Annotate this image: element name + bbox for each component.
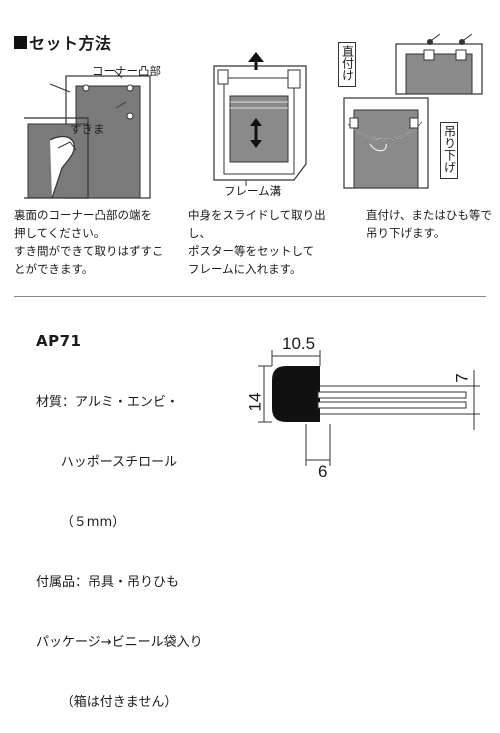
spec-line: ハッポースチロール (36, 455, 178, 470)
section-title: セット方法 (14, 30, 112, 54)
mounting-illustration (343, 33, 483, 189)
bullet-square-icon (14, 35, 27, 49)
spec-line: 付属品：吊具・吊りひも (36, 575, 180, 590)
spec-list: 材質：アルミ・エンビ・ ハッポースチロール （５mm） 付属品：吊具・吊りひも … (36, 353, 203, 733)
spec-line: （５mm） (36, 515, 126, 530)
frame-profile-diagram (258, 350, 480, 466)
frame-groove-label: フレーム溝 (224, 184, 282, 198)
frame-back-illustration (24, 69, 151, 199)
dim-lip-label: 7 (452, 373, 472, 383)
dim-groove-label: 6 (318, 462, 328, 481)
spec-line: パッケージ→ビニール袋入り (36, 635, 203, 650)
gap-label: すきま (70, 122, 105, 136)
section-divider (14, 296, 486, 297)
hanging-label: 吊り下げ (440, 122, 458, 179)
dim-height-label: 14 (245, 392, 265, 412)
step-1-description: 裏面のコーナー凸部の端を 押してください。 すき間ができて取りはずすこ とができ… (14, 208, 164, 276)
slide-out-illustration (213, 52, 307, 186)
step-3-description: 直付け、またはひも等で 吊り下げます。 (366, 208, 492, 240)
step-2-description: 中身をスライドして取り出し、 ポスター等をセットして フレームに入れます。 (188, 208, 326, 276)
section-title-text: セット方法 (29, 34, 112, 53)
dim-width-label: 10.5 (282, 334, 316, 353)
corner-protrusion-label: コーナー凸部 (92, 64, 161, 78)
spec-line: 材質：アルミ・エンビ・ (36, 395, 179, 410)
model-number: AP71 (36, 332, 82, 350)
spec-line: （箱は付きません） (36, 695, 178, 710)
wall-mount-label: 直付け (338, 42, 356, 87)
